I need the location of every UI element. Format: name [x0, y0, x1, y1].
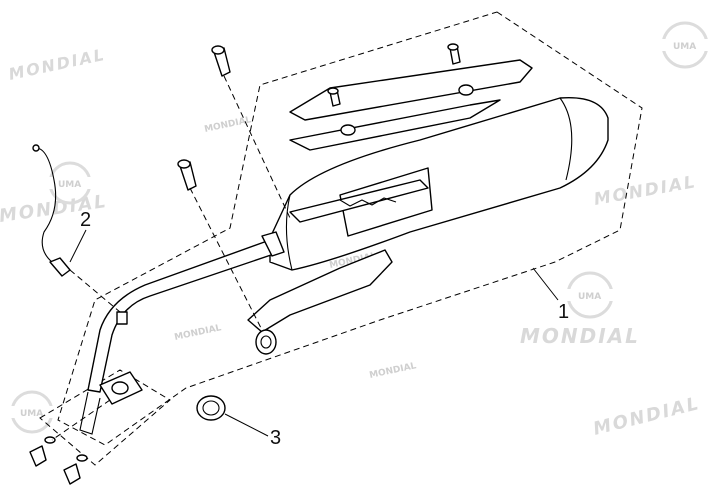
bolt-icon: [177, 159, 197, 191]
uma-logo-icon: UMA: [655, 21, 713, 69]
callout-2-group: 2: [69, 209, 91, 263]
callout-3-group: 3: [224, 413, 281, 449]
uma-logo-icon: UMA: [42, 161, 98, 205]
watermark-text: MONDIAL: [174, 323, 223, 343]
mounting-arm: [247, 249, 393, 355]
heat-shield-upper: [289, 59, 533, 151]
callout-1: 1: [558, 301, 569, 323]
bolt-icon: [211, 45, 231, 77]
uma-logo-text: UMA: [578, 292, 601, 302]
nut-icon: [116, 311, 128, 325]
uma-logo-text: UMA: [58, 180, 81, 190]
callout-1-group: 1: [532, 267, 569, 323]
assembly-lines: [51, 75, 291, 441]
bolt-icon: [447, 43, 461, 65]
muffler-assembly-outline: [57, 11, 643, 446]
watermark-text: MONDIAL: [204, 115, 253, 135]
uma-logo-text: UMA: [20, 409, 43, 419]
callout-2: 2: [80, 209, 91, 231]
gasket-ring: [196, 395, 226, 421]
uma-logo-icon: UMA: [4, 390, 60, 434]
watermark-text: MONDIAL: [591, 393, 702, 440]
oxygen-sensor: [32, 144, 71, 277]
mount-bushing: [255, 329, 277, 355]
washer-icon: [340, 84, 474, 136]
watermark-text: MONDIAL: [7, 45, 108, 84]
uma-logo-icon: UMA: [560, 271, 620, 319]
watermark-text: MONDIAL: [592, 172, 698, 210]
stud-bolt-icon: [29, 436, 88, 485]
callout-3: 3: [270, 427, 281, 449]
header-pipe: [87, 231, 285, 393]
watermark-text: MONDIAL: [520, 324, 640, 348]
uma-logo-text: UMA: [673, 42, 696, 52]
exhaust-flange: [79, 371, 143, 435]
muffler-body: [269, 96, 609, 271]
bolt-icon: [327, 87, 341, 107]
watermark-text: MONDIAL: [369, 361, 418, 381]
